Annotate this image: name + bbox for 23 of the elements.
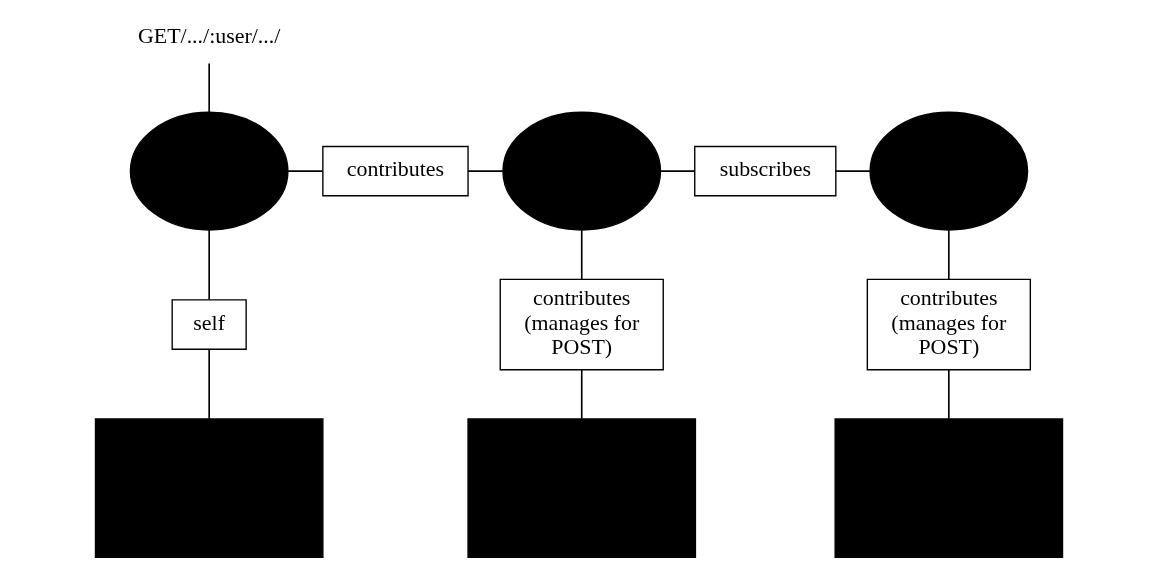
- connector: [207, 229, 210, 301]
- node-box: [833, 418, 1063, 559]
- connector: [207, 62, 210, 113]
- node-box: [94, 418, 324, 559]
- connector: [207, 348, 210, 420]
- node-ellipse: [129, 111, 289, 231]
- node-box: subscribes: [693, 145, 836, 197]
- node-box: self: [171, 299, 247, 350]
- connector: [580, 369, 583, 420]
- connector: [286, 170, 323, 172]
- connector: [466, 170, 504, 172]
- connector: [947, 229, 950, 281]
- node-ellipse: [868, 111, 1028, 231]
- connector: [947, 369, 950, 420]
- connector: [659, 170, 695, 172]
- node-text: GET/.../:user/.../: [137, 23, 280, 49]
- connector: [580, 229, 583, 281]
- node-box: contributes: [321, 145, 469, 197]
- node-box: [466, 418, 696, 559]
- node-box: contributes (manages for POST): [866, 278, 1031, 371]
- connector: [834, 170, 871, 172]
- node-ellipse: [501, 111, 661, 231]
- node-box: contributes (manages for POST): [499, 278, 664, 371]
